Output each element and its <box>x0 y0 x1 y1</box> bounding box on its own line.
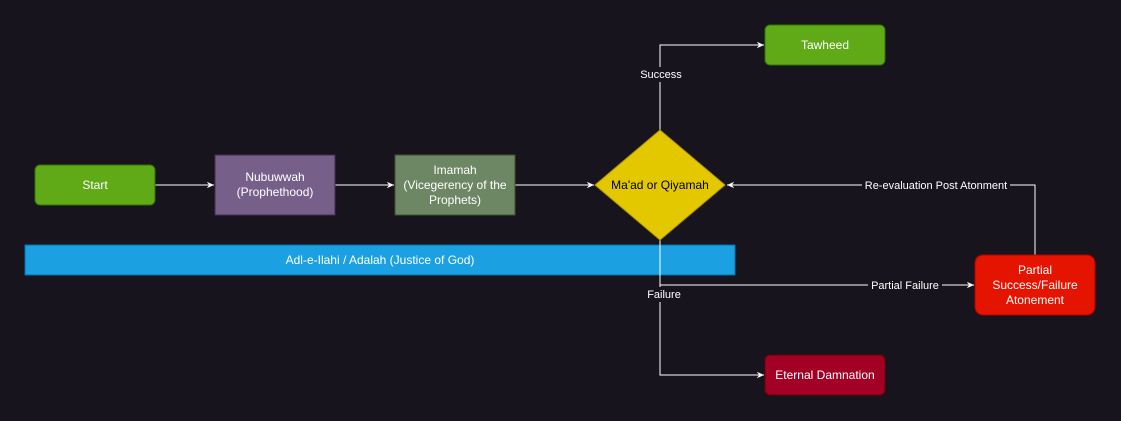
atonement-label-line-3: Atonement <box>1006 293 1065 307</box>
edge-label-failure: Failure <box>647 289 681 301</box>
nubuwwah-label-line-1: Nubuwwah <box>245 170 304 184</box>
edge-label-reevaluation: Re-evaluation Post Atonment <box>865 180 1007 192</box>
tawheed-node[interactable] <box>764 24 886 66</box>
edge-decision-to-tawheed <box>659 41 764 130</box>
eternal-damnation-node[interactable] <box>764 354 886 396</box>
atonement-label-line-2: Success/Failure <box>992 278 1078 292</box>
imamah-label-line-1: Imamah <box>433 163 476 177</box>
tawheed-label: Tawheed <box>801 38 849 52</box>
edge-label-success: Success <box>640 69 682 81</box>
atonement-label-line-1: Partial <box>1018 263 1052 277</box>
maad-qiyamah-decision[interactable] <box>594 129 726 241</box>
edge-label-partial-failure: Partial Failure <box>871 280 939 292</box>
atonement-node[interactable] <box>974 254 1096 316</box>
start-node[interactable] <box>34 164 156 206</box>
justice-bar-label: Adl-e-Ilahi / Adalah (Justice of God) <box>286 253 475 267</box>
nubuwwah-label-line-2: (Prophethood) <box>237 185 314 199</box>
decision-label: Ma'ad or Qiyamah <box>611 178 709 192</box>
start-node-label: Start <box>82 178 108 192</box>
nubuwwah-node[interactable] <box>214 154 336 216</box>
imamah-node[interactable] <box>394 154 516 216</box>
justice-bar[interactable] <box>24 244 736 276</box>
imamah-label-line-3: Prophets) <box>429 193 481 207</box>
imamah-label-line-2: (Vicegerency of the <box>403 178 506 192</box>
eternal-damnation-label: Eternal Damnation <box>775 368 874 382</box>
edge-atonement-to-decision <box>727 181 1036 255</box>
